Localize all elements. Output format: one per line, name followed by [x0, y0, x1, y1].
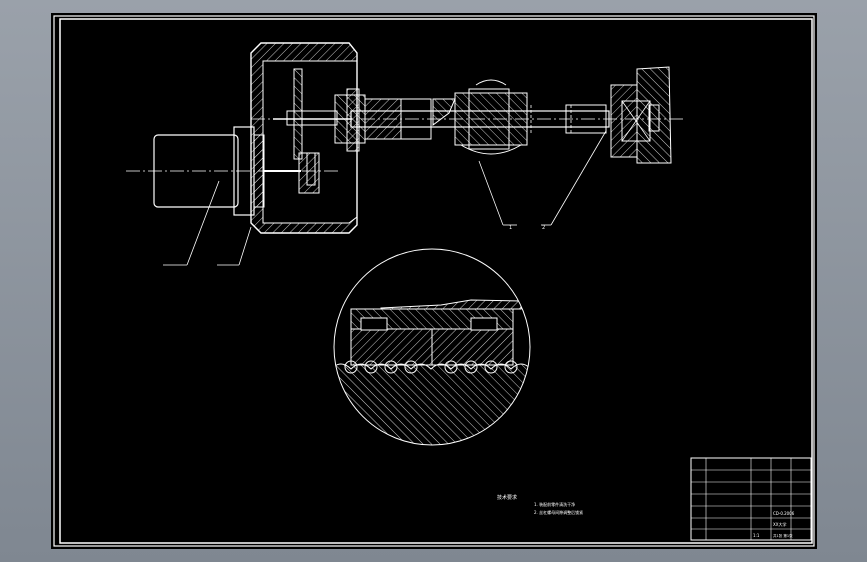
title-block: CD-0.2006 XX大学 1:1 共1张 第1张 [690, 457, 812, 541]
bearing-seat [334, 88, 402, 152]
ball-screw-assembly [350, 79, 610, 155]
inner-border [59, 18, 813, 544]
cad-drawing: 1 2 [53, 15, 815, 547]
part-label-1: 1 [509, 225, 512, 231]
outer-border [53, 15, 815, 547]
notes-line-1: 1. 装配前零件清洗干净 [534, 501, 575, 507]
leader-lines: 1 2 [163, 130, 607, 266]
detail-view [333, 248, 531, 446]
drawing-number: CD-0.2006 [773, 511, 795, 516]
drawing-sheet: 1 2 [51, 13, 817, 549]
end-support [610, 66, 672, 164]
sheet-count: 共1张 第1张 [773, 533, 793, 538]
part-label-2: 2 [542, 225, 545, 231]
drawing-scale: 1:1 [753, 533, 760, 538]
company-name: XX大学 [773, 521, 786, 527]
notes-heading: 技术要求 [497, 494, 517, 501]
gearbox-housing [250, 42, 358, 234]
technical-notes: 技术要求 1. 装配前零件清洗干净 2. 丝杠螺母间隙调整后锁紧 [497, 494, 583, 515]
notes-line-2: 2. 丝杠螺母间隙调整后锁紧 [534, 509, 583, 515]
